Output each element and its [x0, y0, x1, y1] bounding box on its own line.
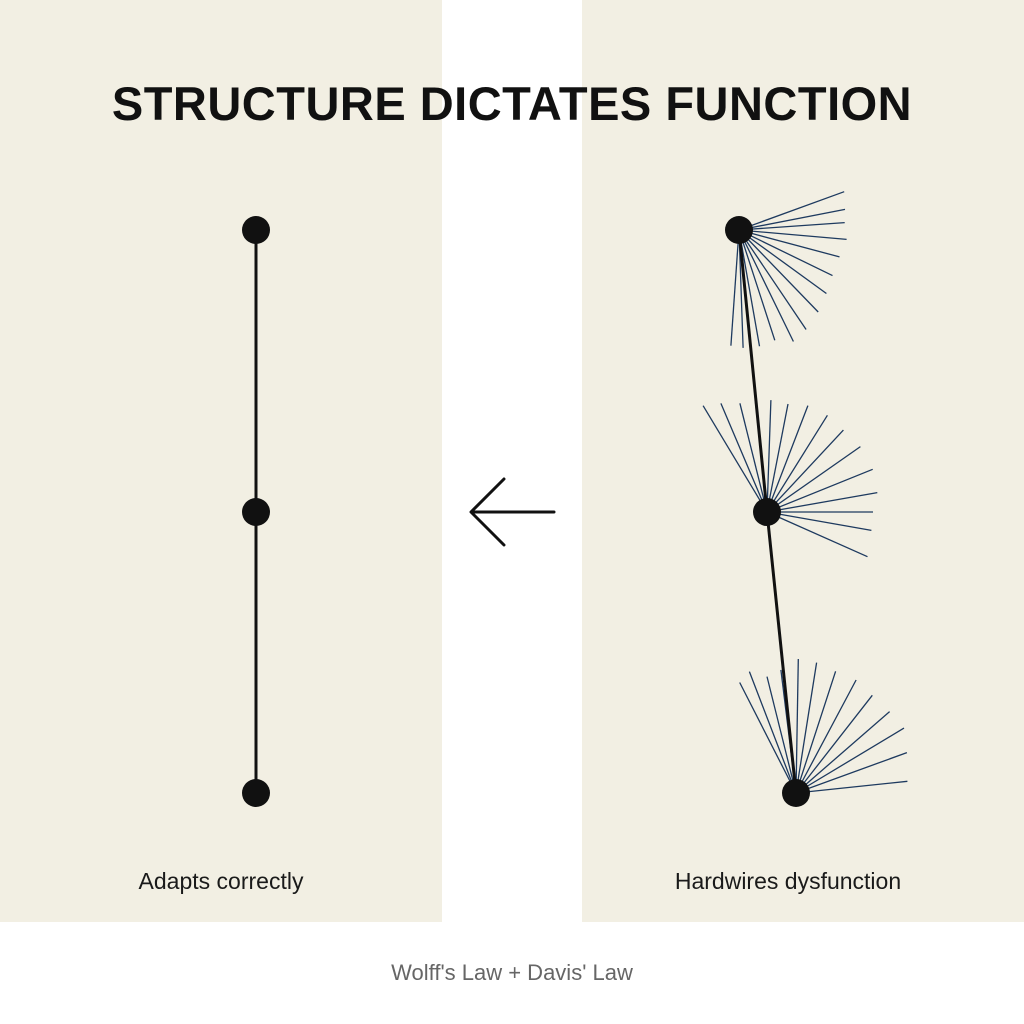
misaligned-segment-lower	[765, 511, 798, 794]
fiber-line	[738, 229, 819, 313]
misaligned-column	[702, 191, 908, 807]
arrow-left-icon	[469, 477, 556, 547]
right-panel-background	[582, 0, 1024, 922]
fiber-line	[795, 662, 818, 794]
misaligned-joint-top	[725, 216, 753, 244]
fiber-line	[738, 229, 827, 295]
fiber-line	[738, 208, 846, 231]
fiber-fan-middle	[702, 400, 878, 558]
page-title: STRUCTURE DICTATES FUNCTION	[111, 77, 913, 130]
fiber-line	[738, 229, 794, 342]
fiber-line	[720, 403, 768, 513]
misaligned-segment-upper	[737, 229, 769, 513]
fiber-line	[739, 682, 797, 794]
fiber-line	[766, 400, 772, 513]
fiber-line	[766, 468, 873, 513]
aligned-joint-top	[242, 216, 270, 244]
fiber-line	[702, 405, 768, 513]
fiber-line	[766, 429, 844, 513]
fiber-line	[738, 221, 845, 231]
fiber-line	[766, 491, 878, 513]
fiber-line	[738, 229, 833, 277]
fiber-line	[795, 658, 799, 794]
fiber-line	[766, 403, 789, 513]
fiber-line	[739, 403, 768, 513]
aligned-joint-bottom	[242, 779, 270, 807]
footer-text: Wolff's Law + Davis' Law	[391, 960, 633, 985]
fiber-line	[795, 727, 905, 794]
fiber-line	[738, 229, 807, 330]
fiber-line	[748, 671, 797, 794]
fiber-line	[738, 229, 840, 258]
fiber-line	[730, 229, 740, 346]
left-panel-background	[0, 0, 442, 922]
fiber-line	[795, 780, 908, 794]
aligned-column	[242, 216, 270, 807]
fiber-line	[738, 229, 776, 341]
fiber-line	[795, 751, 908, 794]
fiber-line	[766, 446, 861, 513]
fiber-line	[738, 191, 845, 231]
fiber-line	[766, 511, 868, 558]
right-caption: Hardwires dysfunction	[674, 868, 902, 894]
misaligned-joint-bottom	[782, 779, 810, 807]
fiber-line	[795, 679, 857, 794]
fiber-line	[766, 511, 872, 532]
left-caption: Adapts correctly	[138, 868, 304, 894]
fiber-line	[795, 711, 891, 794]
fiber-line	[766, 676, 797, 794]
fiber-line	[795, 694, 873, 794]
fiber-line	[766, 414, 828, 513]
fiber-fan-bottom	[739, 658, 908, 794]
fiber-line	[738, 229, 847, 241]
aligned-joint-middle	[242, 498, 270, 526]
fiber-line	[766, 405, 809, 513]
fiber-line	[795, 671, 837, 794]
misaligned-joint-middle	[753, 498, 781, 526]
